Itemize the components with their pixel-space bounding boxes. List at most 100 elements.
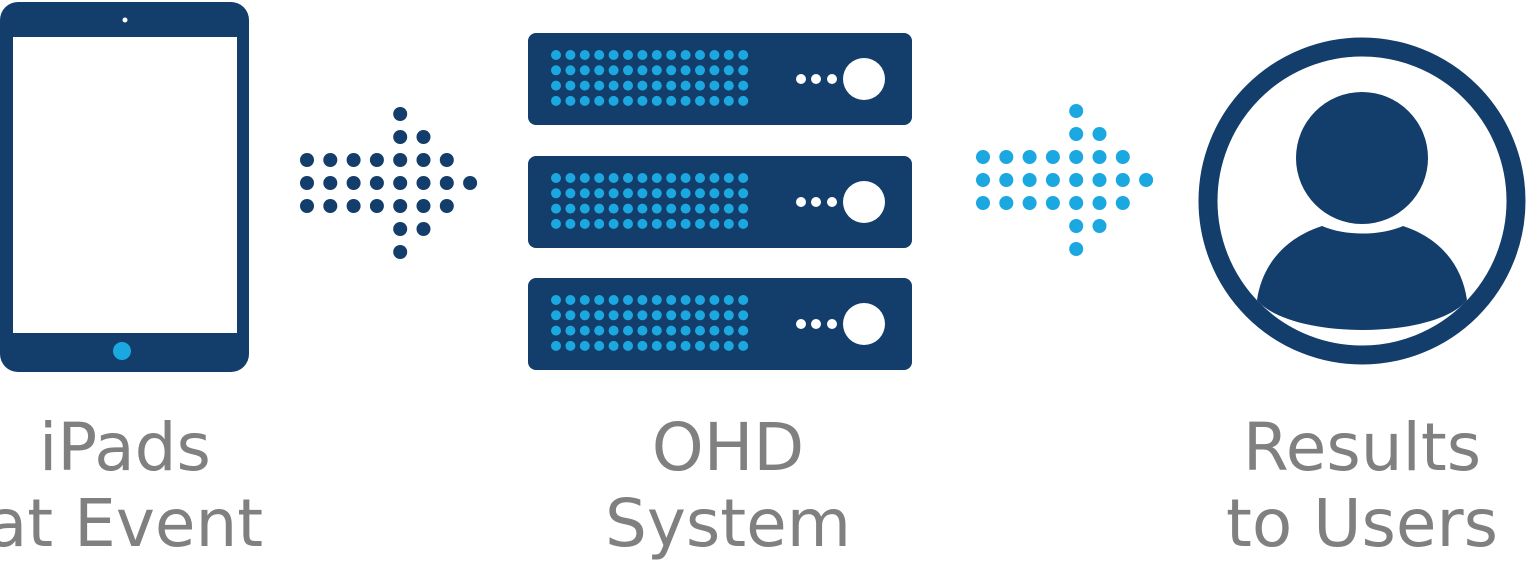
server-led-dot	[565, 218, 576, 229]
server-led-dot	[695, 65, 705, 76]
server-led-dot	[637, 65, 648, 76]
server-led-dot	[579, 50, 590, 60]
server-led-dot	[680, 173, 691, 183]
arrow-dot	[346, 153, 361, 167]
server-led-dot	[551, 95, 561, 106]
arrow-dot	[416, 199, 431, 213]
server-led-dot	[565, 295, 576, 305]
arrow-dot	[416, 130, 431, 144]
server-led-dot	[666, 173, 677, 183]
arrow-dot	[1139, 173, 1154, 187]
server-led-dot	[637, 95, 648, 106]
server-stack-icon	[528, 33, 912, 370]
server-led-dot	[680, 50, 691, 60]
server-led-dot	[579, 80, 590, 91]
server-led-dot	[709, 295, 720, 305]
server-led-dot	[666, 50, 677, 60]
server-led-dot	[695, 80, 705, 91]
server-led-dot	[695, 325, 705, 336]
arrow-dot	[1069, 196, 1084, 210]
server-led-dot	[723, 50, 734, 60]
arrow-dot	[1069, 104, 1084, 118]
server-led-dot	[594, 188, 605, 199]
server-led-dot	[623, 295, 633, 305]
server-led-dot	[723, 95, 734, 106]
server-led-dot	[666, 310, 677, 321]
label-ohd-system: OHD System	[518, 410, 938, 562]
server-led-dot	[565, 203, 576, 214]
server-led-dot	[565, 80, 576, 91]
arrow-dot	[300, 153, 314, 167]
server-led-dot	[637, 340, 648, 351]
server-led-dot	[709, 218, 720, 229]
ipad-icon	[0, 2, 249, 372]
server-led-dot	[723, 325, 734, 336]
server-led-dot	[651, 173, 662, 183]
server-led-dot	[637, 203, 648, 214]
server-led-dot	[594, 65, 605, 76]
server-led-dot	[709, 50, 720, 60]
server-led-dot	[651, 95, 662, 106]
label-line: System	[604, 485, 852, 562]
server-led-dot	[695, 218, 705, 229]
server-led-dot	[623, 50, 633, 60]
server-indicator-dot	[827, 319, 837, 329]
server-led-dot	[608, 295, 619, 305]
server-led-dot	[680, 95, 691, 106]
server-led-dot	[637, 80, 648, 91]
server-led-dot	[695, 188, 705, 199]
server-led-dot	[623, 218, 633, 229]
server-indicator-dot	[811, 319, 821, 329]
server-indicator-dot	[827, 74, 837, 84]
label-line: iPads	[39, 409, 211, 486]
server-led-dot	[579, 65, 590, 76]
server-led-dot	[551, 80, 561, 91]
server-led-dot	[623, 65, 633, 76]
server-led-dot	[723, 173, 734, 183]
server-indicator-dot	[796, 197, 806, 207]
server-led-dot	[666, 340, 677, 351]
user-avatar-icon	[1198, 37, 1526, 365]
server-led-dot	[738, 173, 749, 183]
server-led-dot	[738, 218, 749, 229]
arrow-dot	[999, 196, 1014, 210]
server-led-dot	[551, 340, 561, 351]
server-led-dot	[551, 65, 561, 76]
server-led-dot	[709, 95, 720, 106]
server-led-dot	[666, 188, 677, 199]
server-led-dot	[608, 340, 619, 351]
label-line: OHD	[651, 409, 805, 486]
arrow-dot	[463, 176, 478, 190]
label-ipads: iPads at Event	[0, 410, 335, 562]
server-led-dot	[695, 95, 705, 106]
arrow-dot	[393, 153, 408, 167]
arrow-dot	[1069, 219, 1084, 233]
server-led-dot	[579, 173, 590, 183]
arrow-dot	[439, 153, 454, 167]
server-led-dot	[738, 80, 749, 91]
server-led-dot	[637, 173, 648, 183]
server-led-dot	[738, 325, 749, 336]
server-led-dot	[709, 188, 720, 199]
server-led-dot	[680, 80, 691, 91]
server-led-dot	[565, 65, 576, 76]
server-led-dot	[608, 203, 619, 214]
server-led-dot	[738, 340, 749, 351]
server-led-dot	[695, 203, 705, 214]
arrow-dot	[976, 196, 990, 210]
server-led-dot	[709, 65, 720, 76]
arrow-dot	[416, 153, 431, 167]
arrow-dot	[393, 245, 408, 259]
server-led-dot	[565, 188, 576, 199]
server-led-dot	[738, 50, 749, 60]
arrow-dot	[393, 176, 408, 190]
arrow-dot	[439, 176, 454, 190]
server-led-dot	[695, 50, 705, 60]
server-led-dot	[594, 325, 605, 336]
server-led-dot	[608, 95, 619, 106]
server-led-dot	[637, 50, 648, 60]
server-led-dot	[594, 340, 605, 351]
arrow-dot	[976, 150, 990, 164]
arrow-dot	[1092, 196, 1107, 210]
